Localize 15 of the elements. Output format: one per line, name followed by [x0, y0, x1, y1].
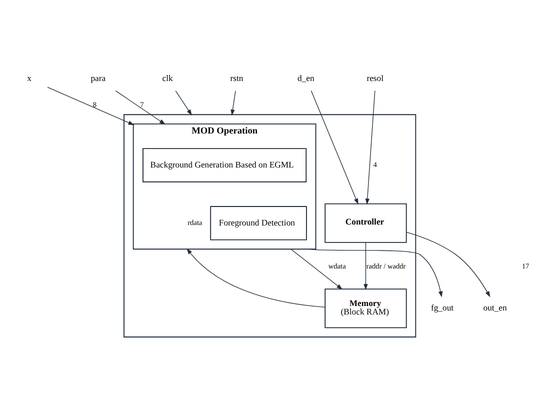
node-text: para: [90, 72, 106, 83]
edge-label: wdata: [328, 261, 346, 270]
node-text: rstn: [230, 72, 244, 83]
node-text: clk: [162, 72, 173, 83]
node-text: x: [27, 72, 32, 83]
node-text: d_en: [297, 72, 314, 83]
edge-label: 7: [140, 100, 144, 110]
edge-label: 8: [92, 100, 97, 110]
node-text: fg_out: [430, 302, 454, 313]
edge-label: raddr / waddr: [366, 261, 406, 270]
edge-label: rdata: [188, 218, 202, 228]
node-text: out_en: [483, 302, 507, 313]
edge-label: 4: [373, 160, 377, 170]
label: 17: [522, 261, 530, 270]
node-text: resol: [366, 72, 384, 83]
